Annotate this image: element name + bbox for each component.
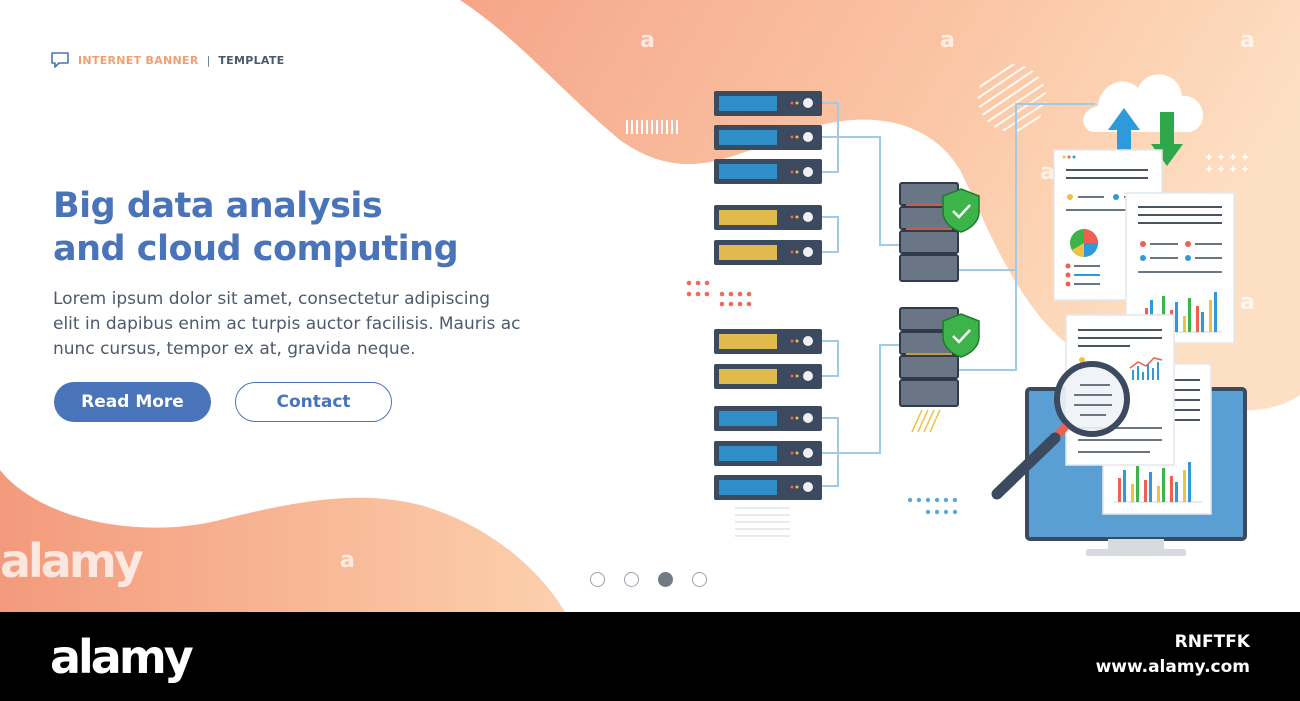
server-unit bbox=[714, 91, 822, 116]
server-unit bbox=[714, 159, 822, 184]
decor-hatched-circle bbox=[978, 64, 1046, 132]
headline: Big data analysis and cloud computing bbox=[53, 185, 513, 271]
pagination-dot-active[interactable] bbox=[658, 572, 673, 587]
read-more-button[interactable]: Read More bbox=[54, 382, 211, 422]
server-unit bbox=[714, 364, 822, 389]
upload-arrow-icon bbox=[1108, 108, 1140, 158]
server-unit bbox=[714, 205, 822, 230]
image-id: RNFTFK bbox=[1174, 632, 1250, 652]
watermark-mark: a bbox=[1240, 28, 1255, 53]
illustration bbox=[626, 64, 1248, 556]
decor-lines-gray bbox=[735, 507, 790, 537]
decor-stripes bbox=[626, 120, 678, 134]
footer-url: www.alamy.com bbox=[1095, 657, 1250, 677]
watermark-mark: a bbox=[1040, 160, 1055, 185]
shield-check-icon bbox=[942, 313, 980, 358]
connector-lines bbox=[822, 102, 1095, 487]
server-unit bbox=[714, 441, 822, 466]
body-line-3: nunc cursus, tempor ex at, gravida neque… bbox=[53, 339, 416, 359]
pagination-dot[interactable] bbox=[692, 572, 707, 587]
decor-dots-blue bbox=[907, 497, 958, 515]
bar-chart-icon bbox=[1114, 462, 1202, 503]
peach-wave-top bbox=[460, 0, 1300, 411]
watermark-mark: a bbox=[1240, 290, 1255, 315]
server-rack-icon bbox=[714, 91, 822, 500]
server-unit bbox=[714, 406, 822, 431]
shield-check-icon bbox=[942, 188, 980, 233]
decor-dots-red bbox=[686, 280, 752, 307]
tagline: INTERNET BANNER | TEMPLATE bbox=[50, 50, 284, 70]
pagination-dot[interactable] bbox=[590, 572, 605, 587]
tagline-secondary: TEMPLATE bbox=[218, 53, 285, 67]
server-unit bbox=[714, 329, 822, 354]
watermark-logo: alamy bbox=[0, 534, 144, 588]
chat-bubble-icon bbox=[51, 52, 69, 68]
server-unit bbox=[714, 125, 822, 150]
pie-chart-icon bbox=[1070, 229, 1098, 257]
watermark-mark: a bbox=[940, 28, 955, 53]
magnifier-icon bbox=[991, 361, 1130, 500]
decor-yellow-lines bbox=[911, 409, 941, 433]
body-line-2: elit in dapibus enim ac turpis auctor fa… bbox=[53, 314, 521, 334]
peach-wave-bottom bbox=[0, 470, 565, 612]
banner: INTERNET BANNER | TEMPLATE Big data anal… bbox=[0, 0, 1300, 612]
cloud-icon bbox=[1083, 74, 1204, 132]
pagination-dots bbox=[590, 572, 707, 587]
server-unit bbox=[714, 475, 822, 500]
server-unit bbox=[714, 240, 822, 265]
body-line-1: Lorem ipsum dolor sit amet, consectetur … bbox=[53, 289, 491, 309]
headline-line-2: and cloud computing bbox=[53, 229, 459, 269]
watermark-mark: a bbox=[340, 548, 355, 573]
footer-logo: alamy bbox=[50, 630, 194, 684]
body-text: Lorem ipsum dolor sit amet, consectetur … bbox=[53, 287, 533, 362]
pagination-dot[interactable] bbox=[624, 572, 639, 587]
decor-plus-grid bbox=[1206, 154, 1248, 172]
footer: alamy RNFTFK www.alamy.com bbox=[0, 612, 1300, 701]
tagline-separator: | bbox=[206, 53, 211, 67]
contact-button[interactable]: Contact bbox=[235, 382, 392, 422]
headline-line-1: Big data analysis bbox=[53, 186, 383, 226]
watermark-mark: a bbox=[640, 28, 655, 53]
tagline-primary: INTERNET BANNER bbox=[78, 53, 199, 67]
background-shapes bbox=[0, 0, 1300, 612]
